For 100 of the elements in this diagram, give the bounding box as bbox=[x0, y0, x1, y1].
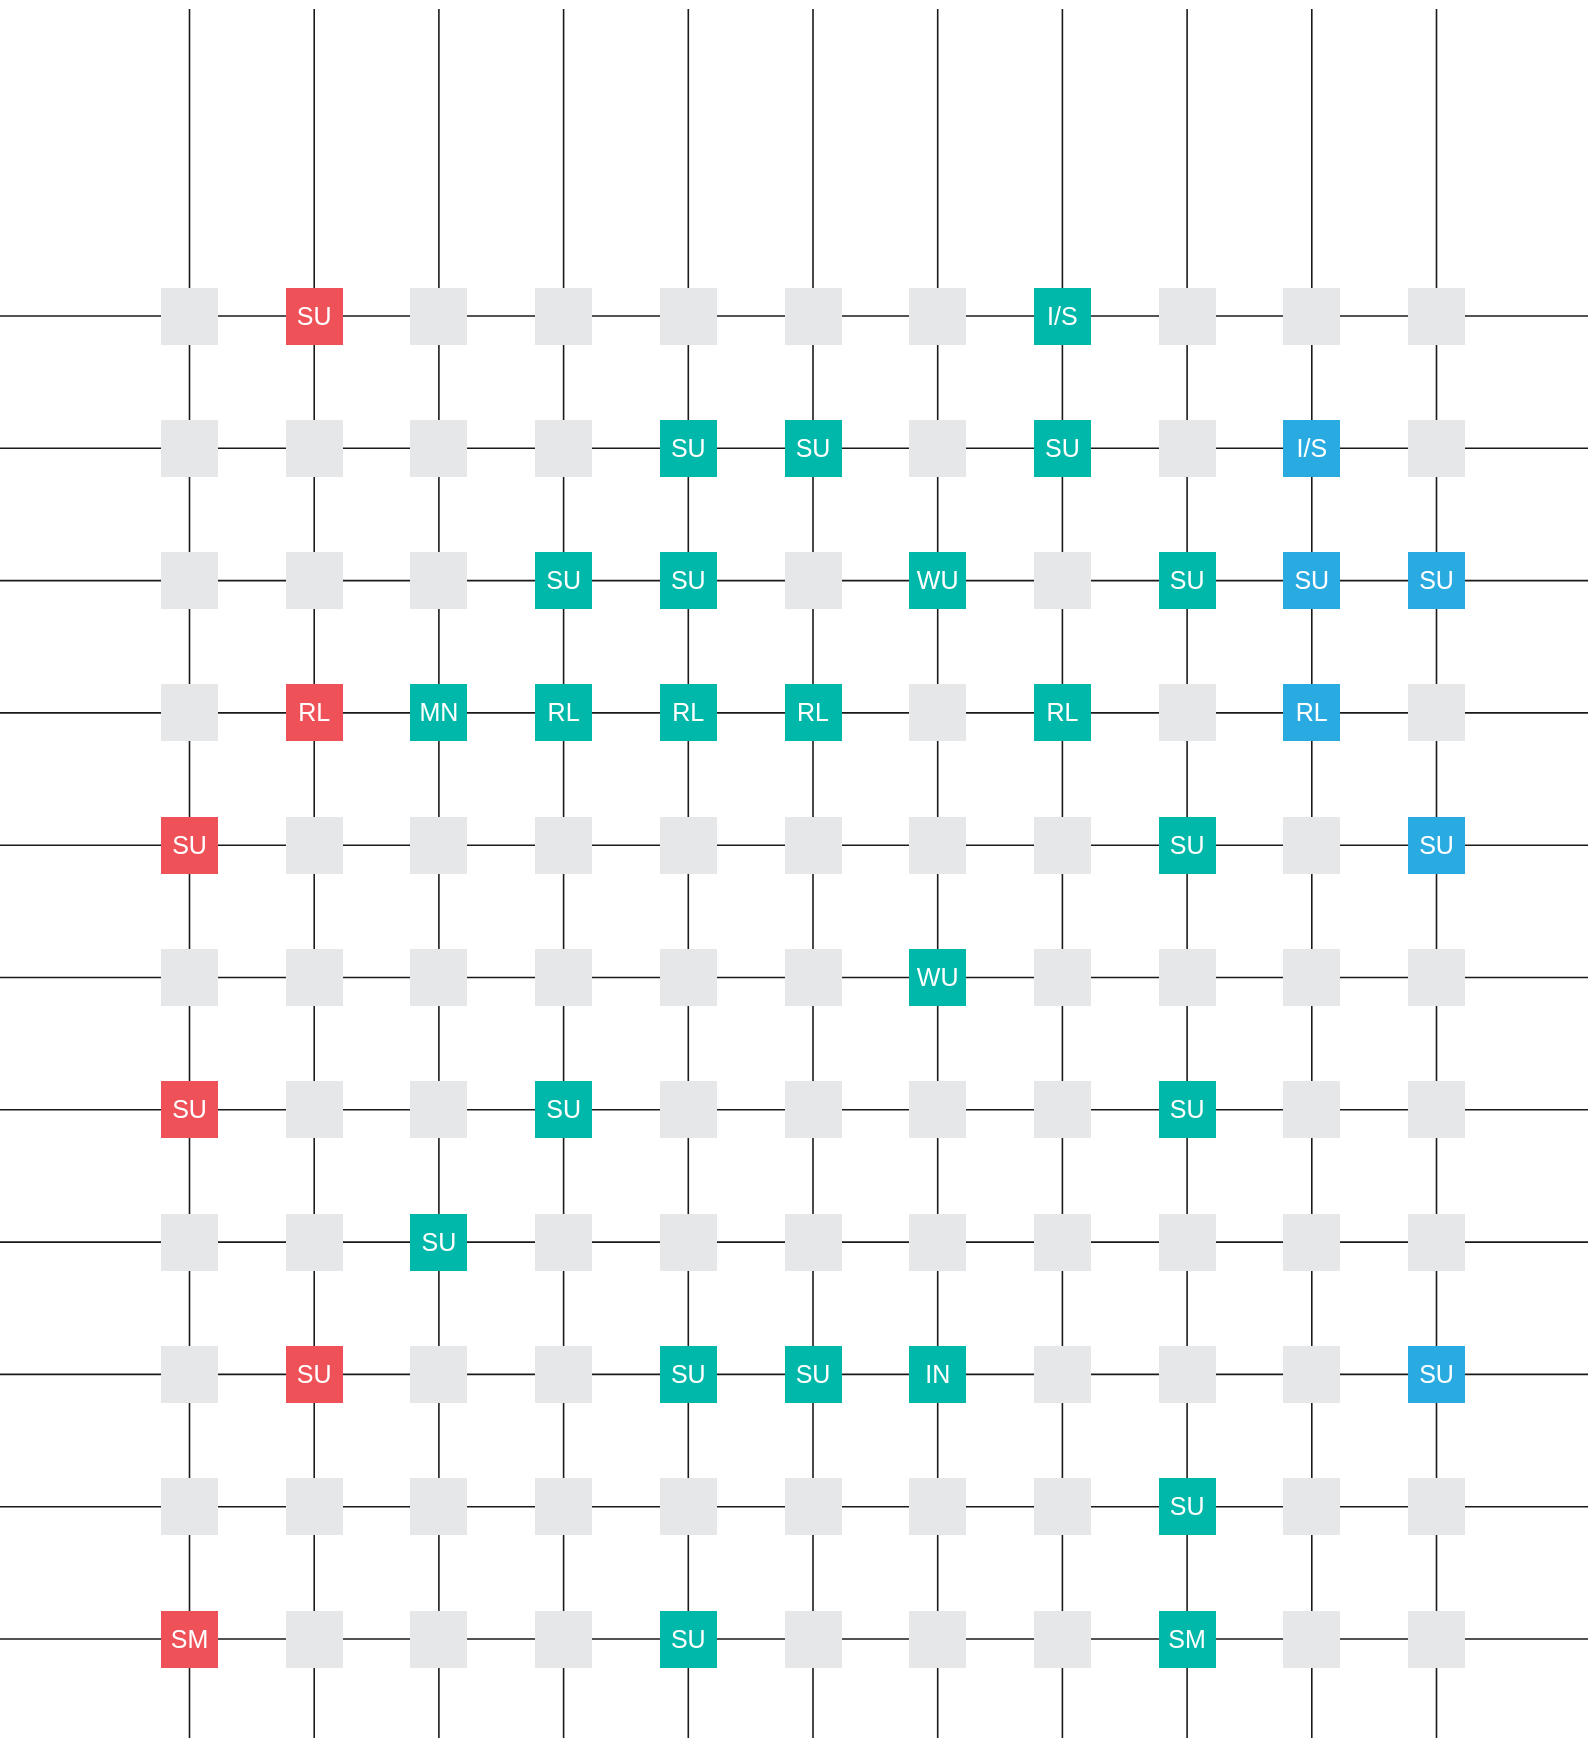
square-label: RL bbox=[797, 698, 829, 728]
square-label: SU bbox=[795, 433, 831, 463]
empty-square bbox=[410, 552, 468, 610]
square-label: SU bbox=[670, 1624, 706, 1654]
square-label: RL bbox=[1295, 698, 1328, 728]
labeled-square bbox=[161, 1610, 218, 1668]
labeled-square bbox=[909, 949, 967, 1006]
labeled-square bbox=[1283, 419, 1341, 477]
empty-square bbox=[1283, 287, 1341, 345]
empty-square bbox=[1408, 684, 1465, 742]
empty-square bbox=[784, 816, 842, 874]
square-label: RL bbox=[547, 698, 580, 728]
labeled-square bbox=[535, 1081, 593, 1139]
square-label: SU bbox=[795, 1359, 831, 1389]
labeled-square bbox=[784, 1345, 842, 1403]
labeled-square bbox=[1408, 1345, 1465, 1403]
empty-square bbox=[1158, 1213, 1216, 1271]
empty-square bbox=[410, 419, 468, 477]
empty-square bbox=[161, 419, 218, 477]
empty-square bbox=[285, 1478, 343, 1536]
empty-square bbox=[1033, 1213, 1091, 1271]
labeled-square bbox=[1033, 287, 1091, 345]
square-label: SU bbox=[1419, 566, 1454, 596]
square-label: SU bbox=[546, 1095, 581, 1125]
empty-square bbox=[535, 949, 593, 1006]
empty-square bbox=[1033, 816, 1091, 874]
empty-square bbox=[784, 1478, 842, 1536]
labeled-square bbox=[1033, 684, 1091, 742]
empty-square bbox=[1283, 1081, 1341, 1139]
labeled-square bbox=[161, 1081, 218, 1139]
empty-square bbox=[909, 1610, 967, 1668]
empty-square bbox=[535, 1213, 593, 1271]
empty-square bbox=[1158, 287, 1216, 345]
empty-square bbox=[535, 1478, 593, 1536]
square-label: SU bbox=[172, 1095, 207, 1125]
empty-square bbox=[1033, 552, 1091, 610]
empty-square bbox=[659, 1478, 717, 1536]
empty-square bbox=[285, 816, 343, 874]
empty-square bbox=[410, 949, 468, 1006]
empty-square bbox=[1283, 1610, 1341, 1668]
empty-square bbox=[410, 1081, 468, 1139]
empty-square bbox=[535, 1610, 593, 1668]
square-label: SU bbox=[546, 566, 581, 596]
square-label: WU bbox=[916, 566, 959, 596]
empty-square bbox=[535, 1345, 593, 1403]
square-label: SM bbox=[1168, 1624, 1206, 1654]
empty-square bbox=[1158, 684, 1216, 742]
empty-square bbox=[285, 1081, 343, 1139]
square-label: MN bbox=[419, 698, 459, 728]
empty-square bbox=[909, 816, 967, 874]
empty-square bbox=[535, 419, 593, 477]
square-label: I/S bbox=[1296, 433, 1328, 463]
empty-square bbox=[1408, 1213, 1465, 1271]
empty-square bbox=[1283, 1213, 1341, 1271]
empty-square bbox=[909, 419, 967, 477]
labeled-square bbox=[659, 684, 717, 742]
labeled-square bbox=[1408, 552, 1465, 610]
empty-square bbox=[1033, 1345, 1091, 1403]
labeled-square bbox=[1158, 816, 1216, 874]
empty-square bbox=[659, 816, 717, 874]
empty-square bbox=[1408, 1081, 1465, 1139]
empty-square bbox=[659, 1081, 717, 1139]
labeled-square bbox=[1408, 816, 1465, 874]
labeled-square bbox=[784, 419, 842, 477]
labeled-square bbox=[161, 816, 218, 874]
square-label: SU bbox=[421, 1227, 457, 1257]
square-label: SU bbox=[1419, 830, 1454, 860]
empty-square bbox=[161, 1213, 218, 1271]
labeled-square bbox=[285, 287, 343, 345]
empty-square bbox=[909, 1213, 967, 1271]
labeled-square bbox=[659, 419, 717, 477]
labeled-square bbox=[535, 552, 593, 610]
empty-square bbox=[1033, 1478, 1091, 1536]
empty-square bbox=[410, 1478, 468, 1536]
empty-square bbox=[1283, 949, 1341, 1006]
empty-square bbox=[410, 287, 468, 345]
empty-square bbox=[285, 419, 343, 477]
empty-square bbox=[1283, 1345, 1341, 1403]
empty-square bbox=[1408, 287, 1465, 345]
empty-square bbox=[1158, 1345, 1216, 1403]
empty-square bbox=[410, 816, 468, 874]
empty-square bbox=[784, 552, 842, 610]
empty-square bbox=[909, 1081, 967, 1139]
empty-square bbox=[410, 1345, 468, 1403]
empty-square bbox=[784, 1081, 842, 1139]
empty-square bbox=[784, 1610, 842, 1668]
labeled-square bbox=[784, 684, 842, 742]
square-label: SU bbox=[1419, 1359, 1454, 1389]
labeled-square bbox=[1033, 419, 1091, 477]
square-label: SU bbox=[670, 433, 706, 463]
empty-square bbox=[161, 552, 218, 610]
empty-square bbox=[410, 1610, 468, 1668]
empty-square bbox=[909, 1478, 967, 1536]
square-label: SU bbox=[172, 830, 207, 860]
square-label: SU bbox=[1169, 566, 1205, 596]
labeled-square bbox=[659, 552, 717, 610]
empty-square bbox=[161, 949, 218, 1006]
square-label: SU bbox=[1045, 433, 1080, 463]
empty-square bbox=[1033, 949, 1091, 1006]
square-label: SU bbox=[1294, 566, 1330, 596]
